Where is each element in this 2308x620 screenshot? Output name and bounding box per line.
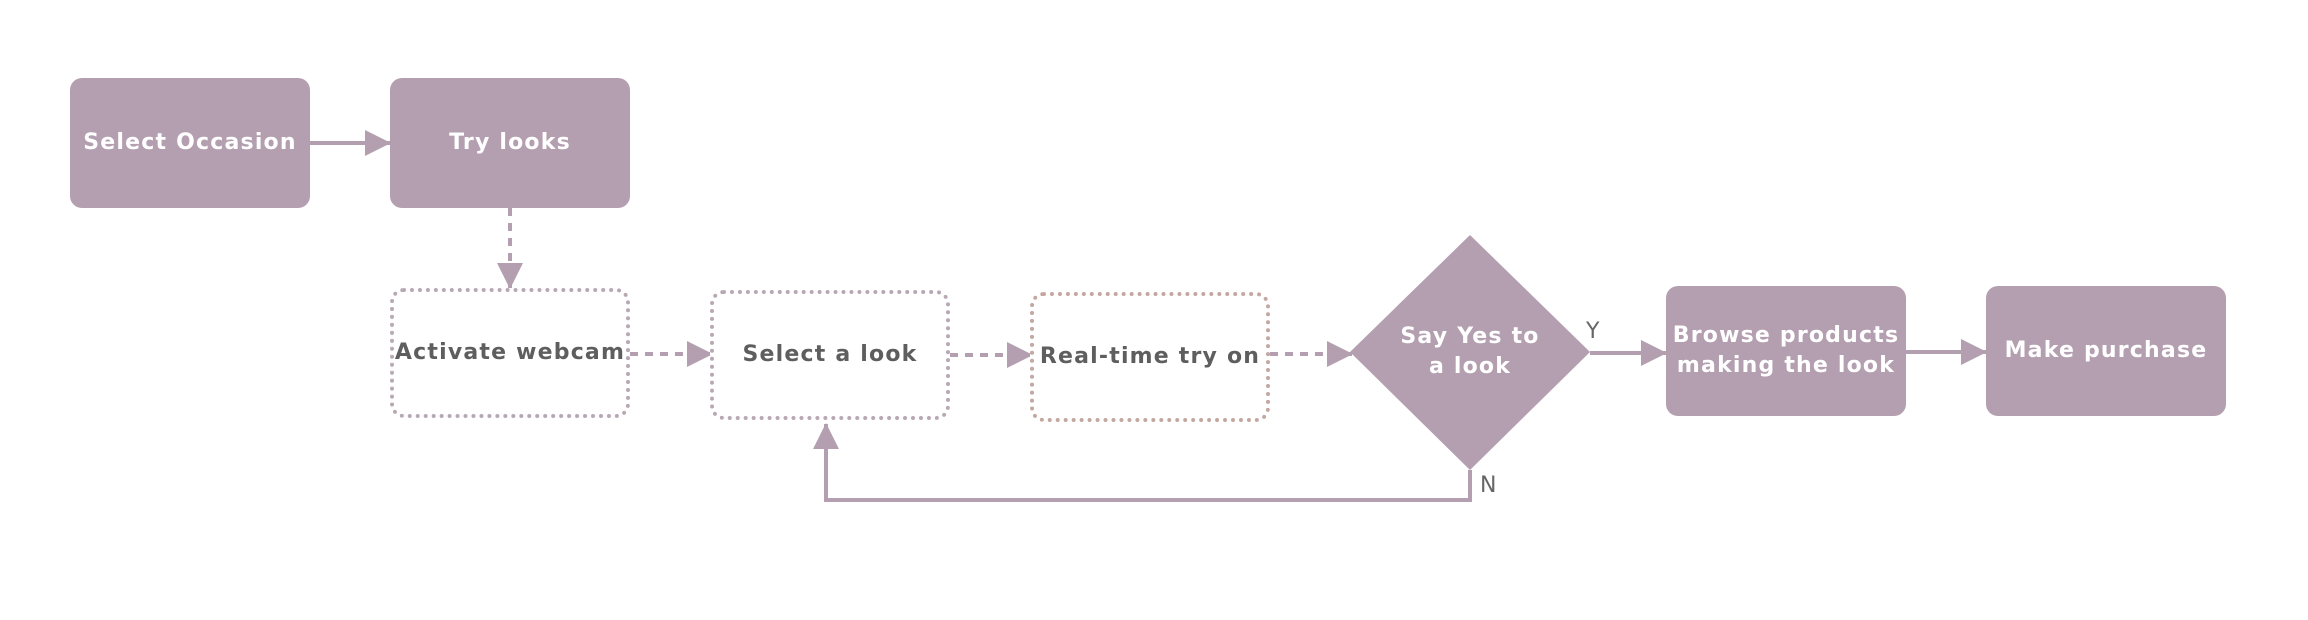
node-activate-webcam-label: Activate webcam <box>394 340 626 365</box>
node-real-time-try-on-label: Real-time try on <box>1039 344 1261 369</box>
node-try-looks-label: Try looks <box>449 130 571 155</box>
node-make-purchase-label: Make purchase <box>2004 338 2208 363</box>
node-browse-products-line2: making the look <box>1676 353 1896 378</box>
decision-label-line1: Say Yes to <box>1400 324 1540 349</box>
node-select-occasion-label: Select Occasion <box>83 130 297 155</box>
node-make-purchase[interactable]: Make purchase <box>1986 286 2226 416</box>
node-browse-products[interactable]: Browse products making the look <box>1666 286 1906 416</box>
edge-label-yes: Y <box>1586 319 1600 344</box>
node-select-a-look-label: Select a look <box>742 342 918 367</box>
node-browse-products-line1: Browse products <box>1672 323 1900 348</box>
node-select-a-look[interactable]: Select a look <box>710 290 950 420</box>
node-try-looks[interactable]: Try looks <box>390 78 630 208</box>
node-activate-webcam[interactable]: Activate webcam <box>390 288 630 418</box>
node-real-time-try-on[interactable]: Real-time try on <box>1030 292 1270 422</box>
edge-decision-no-to-select-a-look <box>813 423 1472 502</box>
edge-label-no: N <box>1480 473 1497 498</box>
decision-label-line2: a look <box>1428 354 1512 379</box>
node-select-occasion[interactable]: Select Occasion <box>70 78 310 208</box>
decision-label: Say Yes to a look <box>1380 320 1560 384</box>
